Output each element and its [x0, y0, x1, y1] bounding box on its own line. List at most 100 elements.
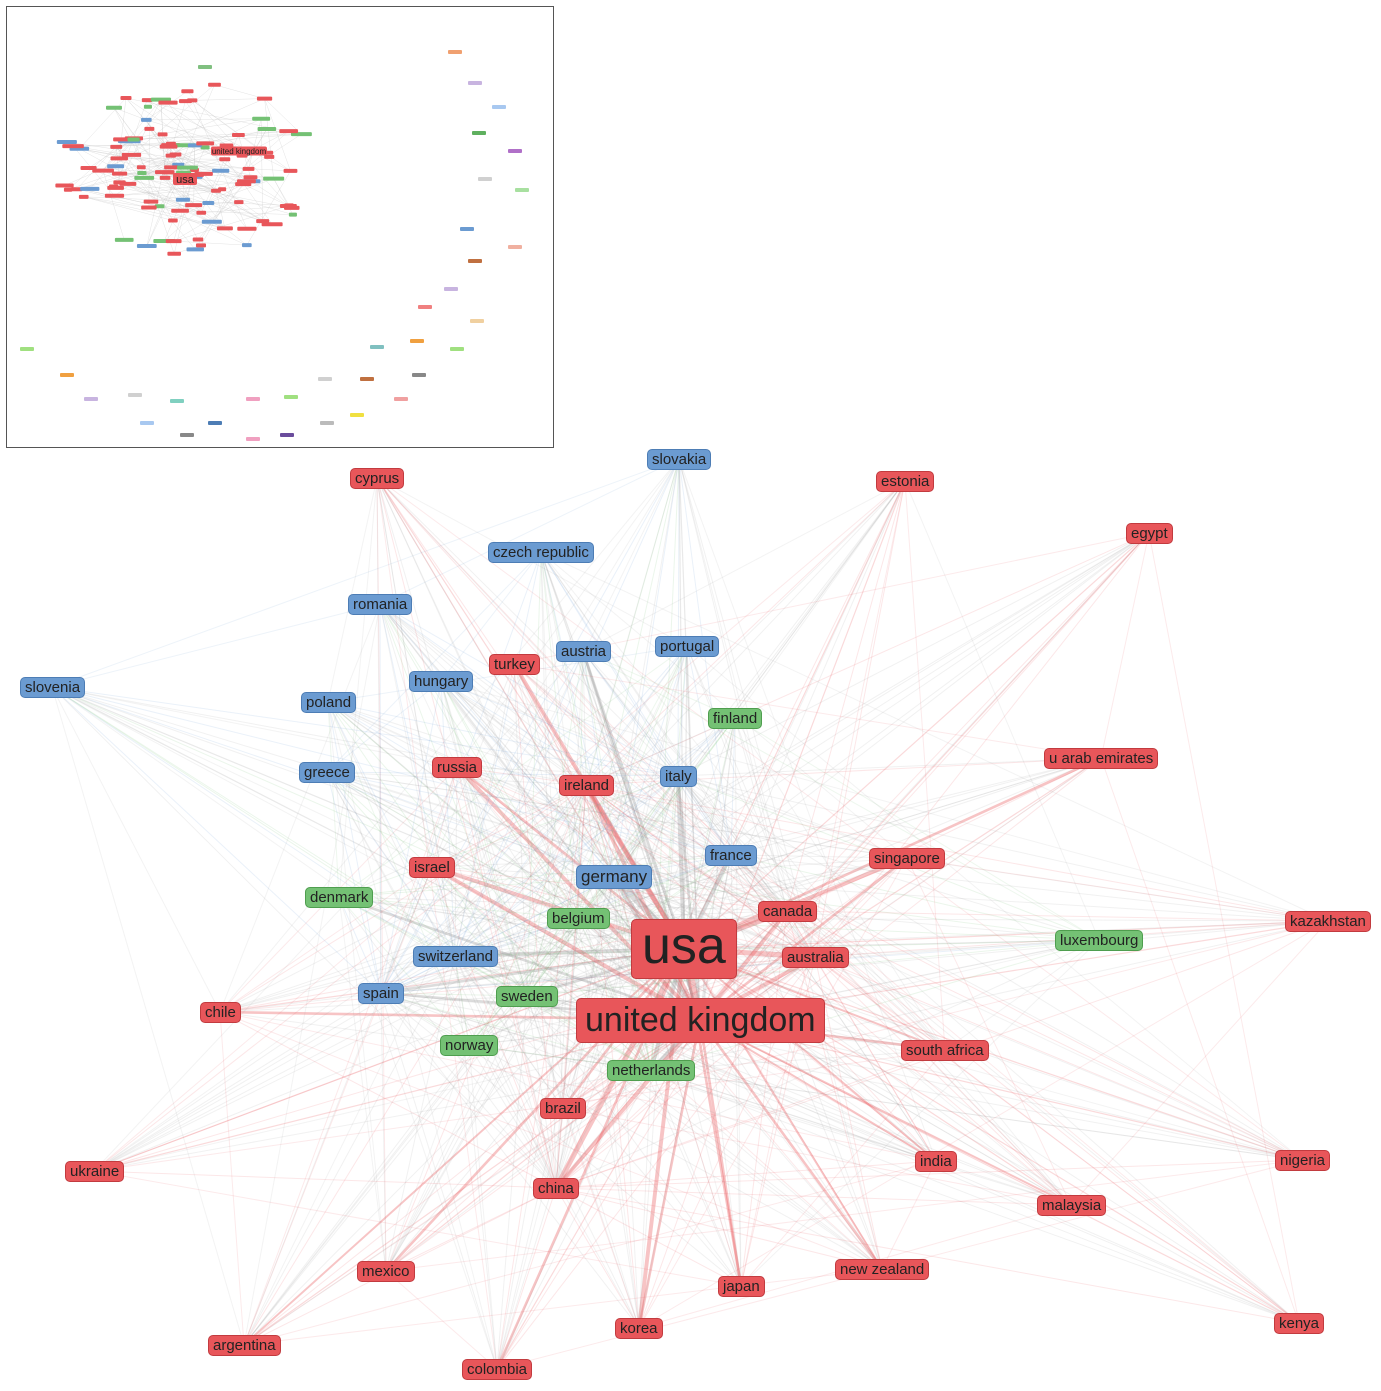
inset-node — [234, 200, 244, 205]
edge-singapore-belgium — [577, 857, 908, 919]
edge-poland-france — [327, 701, 732, 856]
node-belgium[interactable]: belgium — [547, 908, 610, 930]
node-nigeria[interactable]: nigeria — [1275, 1150, 1331, 1172]
node-uae[interactable]: u arab emirates — [1044, 748, 1159, 770]
edge-italy-israel — [431, 775, 679, 868]
node-brazil[interactable]: brazil — [540, 1098, 586, 1120]
edge-slovenia-spain — [51, 686, 382, 994]
edge-chile-china — [219, 1011, 557, 1189]
edge-turkey-belgium — [513, 663, 579, 919]
inset-edge — [66, 141, 249, 170]
node-uk[interactable]: united kingdom — [576, 998, 825, 1044]
node-greece[interactable]: greece — [299, 762, 355, 784]
node-malaysia[interactable]: malaysia — [1037, 1195, 1107, 1217]
node-chile[interactable]: chile — [200, 1002, 241, 1024]
node-netherlands[interactable]: netherlands — [607, 1060, 696, 1082]
node-usa[interactable]: usa — [631, 919, 737, 979]
edge-usa-romania — [379, 603, 685, 950]
edge-slovakia-slovenia — [51, 458, 680, 688]
edge-czech-belgium — [540, 551, 579, 919]
inset-outlier-node — [320, 421, 334, 425]
node-russia[interactable]: russia — [432, 757, 483, 779]
edge-germany-czech — [540, 551, 615, 878]
node-austria[interactable]: austria — [556, 641, 612, 663]
node-singapore[interactable]: singapore — [869, 848, 945, 870]
node-cyprus[interactable]: cyprus — [350, 468, 405, 490]
node-kazakhstan[interactable]: kazakhstan — [1285, 911, 1371, 933]
inset-node — [243, 175, 258, 180]
node-slovakia[interactable]: slovakia — [647, 449, 712, 471]
node-slovenia[interactable]: slovenia — [20, 677, 86, 699]
node-hungary[interactable]: hungary — [409, 671, 474, 693]
inset-outlier-node — [468, 259, 482, 263]
edge-switzerland-argentina — [243, 955, 456, 1346]
node-estonia[interactable]: estonia — [876, 471, 935, 493]
inset-edge — [102, 170, 125, 241]
inset-node — [121, 152, 142, 157]
node-czech[interactable]: czech republic — [488, 542, 594, 564]
node-finland[interactable]: finland — [708, 708, 763, 730]
node-germany[interactable]: germany — [576, 865, 653, 889]
node-france[interactable]: france — [705, 845, 757, 867]
node-canada[interactable]: canada — [758, 901, 818, 923]
node-norway[interactable]: norway — [440, 1035, 499, 1057]
node-japan[interactable]: japan — [718, 1276, 765, 1298]
inset-node — [56, 140, 77, 145]
node-mexico[interactable]: mexico — [357, 1261, 415, 1283]
node-ukraine[interactable]: ukraine — [65, 1161, 125, 1183]
node-argentina[interactable]: argentina — [208, 1335, 281, 1357]
edge-france-sweden — [526, 854, 732, 997]
node-china[interactable]: china — [533, 1178, 579, 1200]
edge-hungary-australia — [440, 680, 816, 958]
edge-belgium-norway — [468, 917, 579, 1046]
node-portugal[interactable]: portugal — [655, 636, 720, 658]
node-newzealand[interactable]: new zealand — [835, 1259, 930, 1281]
edge-germany-southafrica — [613, 876, 946, 1051]
inset-edge — [113, 186, 223, 190]
node-colombia[interactable]: colombia — [462, 1359, 533, 1381]
node-spain[interactable]: spain — [358, 983, 404, 1005]
edge-israel-china — [431, 866, 557, 1189]
edge-france-norway — [468, 854, 732, 1046]
edge-portugal-italy — [677, 645, 688, 777]
inset-node — [141, 117, 152, 122]
edge-china-japan — [555, 1187, 742, 1287]
edge-germany-luxembourg — [613, 876, 1100, 941]
edge-spain-mexico — [380, 992, 387, 1272]
edge-norway-china — [468, 1044, 557, 1189]
inset-outlier-node — [198, 65, 212, 69]
node-italy[interactable]: italy — [660, 766, 697, 788]
inset-node — [105, 105, 122, 110]
node-kenya[interactable]: kenya — [1274, 1313, 1325, 1335]
node-india[interactable]: india — [915, 1151, 957, 1173]
edge-usa-egypt — [683, 532, 1150, 950]
inset-node — [177, 165, 198, 170]
edge-uae-france — [730, 757, 1102, 856]
node-korea[interactable]: korea — [615, 1318, 663, 1340]
inset-node — [202, 201, 215, 206]
node-southafrica[interactable]: south africa — [901, 1040, 989, 1062]
node-denmark[interactable]: denmark — [305, 887, 374, 909]
node-luxembourg[interactable]: luxembourg — [1055, 930, 1144, 952]
node-romania[interactable]: romania — [348, 594, 413, 616]
edge-kazakhstan-korea — [638, 920, 1329, 1329]
inset-node — [279, 129, 298, 134]
node-switzerland[interactable]: switzerland — [413, 946, 499, 968]
inset-edge — [203, 173, 248, 230]
node-ireland[interactable]: ireland — [559, 775, 615, 797]
edge-ireland-malaysia — [585, 784, 1072, 1206]
inset-node — [171, 208, 189, 213]
edge-southafrica-ukraine — [93, 1049, 946, 1172]
edge-austria-finland — [582, 650, 736, 719]
edge-uae-china — [555, 757, 1102, 1189]
edge-finland-ireland — [585, 717, 736, 786]
inset-node — [181, 89, 194, 94]
node-sweden[interactable]: sweden — [496, 986, 558, 1008]
node-poland[interactable]: poland — [301, 692, 357, 714]
node-australia[interactable]: australia — [782, 947, 849, 969]
node-israel[interactable]: israel — [409, 857, 455, 879]
inset-edge — [173, 240, 248, 246]
inset-node — [136, 165, 146, 170]
node-egypt[interactable]: egypt — [1126, 523, 1173, 545]
node-turkey[interactable]: turkey — [489, 654, 540, 676]
